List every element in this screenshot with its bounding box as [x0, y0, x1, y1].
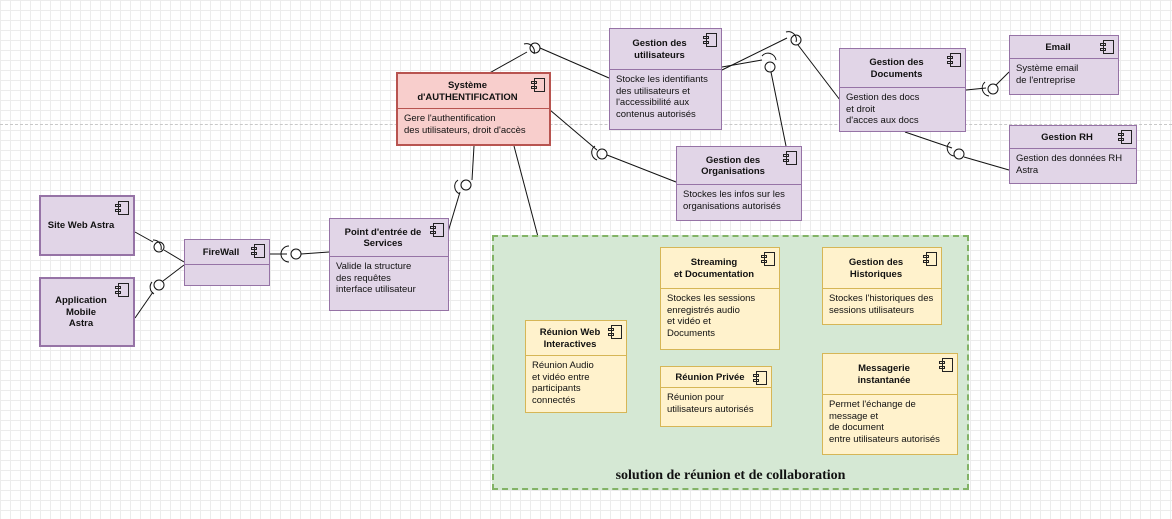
- component-icon: [703, 33, 717, 47]
- gestion-organisations-component[interactable]: Gestion des Organisations Stockes les in…: [676, 146, 802, 221]
- component-body: [185, 264, 269, 285]
- component-body: Stockes les sessions enregistrés audio e…: [661, 288, 779, 343]
- component-icon: [947, 53, 961, 67]
- email-component[interactable]: Email Système email de l'entreprise: [1009, 35, 1119, 95]
- point-entree-services-component[interactable]: Point d'entrée de Services Valide la str…: [329, 218, 449, 311]
- connector-line: [904, 131, 953, 149]
- interface-socket: [280, 245, 290, 263]
- interface-lollipop: [153, 241, 165, 253]
- site-web-astra-component[interactable]: Site Web Astra: [39, 195, 135, 256]
- component-title: Gestion des utilisateurs: [632, 38, 687, 61]
- component-title: Gestion des Documents: [869, 57, 924, 80]
- connector-line: [539, 47, 610, 79]
- connector-line: [300, 251, 330, 255]
- interface-lollipop: [953, 148, 965, 160]
- component-title: FireWall: [202, 246, 240, 258]
- page-divider: [0, 124, 1172, 125]
- component-icon: [923, 252, 937, 266]
- interface-socket: [785, 31, 797, 43]
- interface-lollipop: [460, 179, 472, 191]
- connector-line: [606, 154, 677, 183]
- interface-socket: [981, 81, 990, 97]
- component-icon: [783, 151, 797, 165]
- group-label: solution de réunion et de collaboration: [615, 468, 846, 483]
- interface-socket: [761, 52, 777, 61]
- connector-line: [549, 109, 598, 151]
- component-icon: [430, 223, 444, 237]
- interface-lollipop: [153, 279, 165, 291]
- component-icon: [1118, 130, 1132, 144]
- app-mobile-astra-component[interactable]: Application Mobile Astra: [39, 277, 135, 347]
- component-title: Application Mobile Astra: [55, 295, 107, 330]
- firewall-component[interactable]: FireWall: [184, 239, 270, 286]
- component-title: Gestion des Organisations: [701, 154, 765, 178]
- component-icon: [115, 283, 129, 297]
- authentification-component[interactable]: Système d'AUTHENTIFICATION Gere l'authen…: [396, 72, 551, 146]
- component-body: Valide la structure des requêtes interfa…: [330, 256, 448, 300]
- component-body: Système email de l'entreprise: [1010, 58, 1118, 90]
- component-icon: [939, 358, 953, 372]
- component-body: Stocke les identifiants des utilisateurs…: [610, 69, 721, 124]
- component-title: Streaming et Documentation: [673, 257, 755, 280]
- connector-line: [162, 264, 185, 282]
- connector-line: [134, 291, 154, 319]
- connector-line: [447, 191, 461, 233]
- component-title: Site Web Astra: [47, 220, 115, 232]
- component-title: Point d'entrée de Services: [344, 226, 422, 250]
- interface-lollipop: [790, 34, 802, 46]
- interface-lollipop: [764, 61, 776, 73]
- component-title: Gestion RH: [1041, 131, 1093, 143]
- interface-socket: [591, 145, 598, 161]
- component-title: Messagerie instantanée: [857, 363, 911, 386]
- component-icon: [1100, 40, 1114, 54]
- connector-line: [995, 71, 1010, 86]
- interface-socket: [149, 281, 155, 295]
- reunion-privee-component[interactable]: Réunion Privée Réunion pour utilisateurs…: [660, 366, 772, 427]
- connector-line: [721, 59, 763, 68]
- component-icon: [761, 252, 775, 266]
- interface-lollipop: [596, 148, 608, 160]
- component-title: Réunion Privée: [675, 371, 745, 383]
- component-body: Gestion des docs et droit d'acces aux do…: [840, 87, 965, 131]
- connector-line: [797, 44, 841, 101]
- component-title: Email: [1045, 41, 1071, 53]
- component-body: Stockes les infos sur les organisations …: [677, 184, 801, 216]
- connector-line: [163, 249, 185, 263]
- messagerie-instantanee-component[interactable]: Messagerie instantanée Permet l'échange …: [822, 353, 958, 455]
- connector-line: [134, 231, 154, 243]
- interface-socket: [946, 141, 955, 157]
- interface-socket: [152, 239, 162, 251]
- gestion-documents-component[interactable]: Gestion des Documents Gestion des docs e…: [839, 48, 966, 132]
- component-icon: [251, 244, 265, 258]
- component-body: Réunion pour utilisateurs autorisés: [661, 387, 771, 419]
- interface-lollipop: [529, 42, 541, 54]
- component-body: Réunion Audio et vidéo entre participant…: [526, 355, 626, 410]
- component-title: Gestion des Historiques: [848, 257, 904, 280]
- component-title: Système d'AUTHENTIFICATION: [417, 80, 518, 103]
- connector-line: [770, 71, 787, 147]
- connector-line: [965, 87, 987, 91]
- interface-lollipop: [290, 248, 302, 260]
- component-icon: [608, 325, 622, 339]
- interface-socket: [454, 179, 461, 195]
- interface-lollipop: [987, 83, 999, 95]
- connector-line: [963, 156, 1010, 171]
- component-icon: [753, 371, 767, 385]
- component-body: Stockes l'historiques des sessions utili…: [823, 288, 941, 320]
- gestion-historiques-component[interactable]: Gestion des Historiques Stockes l'histor…: [822, 247, 942, 325]
- gestion-utilisateurs-component[interactable]: Gestion des utilisateurs Stocke les iden…: [609, 28, 722, 130]
- component-icon: [115, 201, 129, 215]
- reunion-web-component[interactable]: Réunion Web Interactives Réunion Audio e…: [525, 320, 627, 413]
- component-title: Réunion Web Interactives: [539, 327, 601, 350]
- component-body: Permet l'échange de message et de docume…: [823, 394, 957, 449]
- streaming-documentation-component[interactable]: Streaming et Documentation Stockes les s…: [660, 247, 780, 350]
- component-body: Gestion des données RH Astra: [1010, 148, 1136, 180]
- component-icon: [531, 78, 545, 92]
- component-body: Gere l'authentification des utilisateurs…: [398, 108, 549, 140]
- gestion-rh-component[interactable]: Gestion RH Gestion des données RH Astra: [1009, 125, 1137, 184]
- connector-line: [471, 145, 475, 181]
